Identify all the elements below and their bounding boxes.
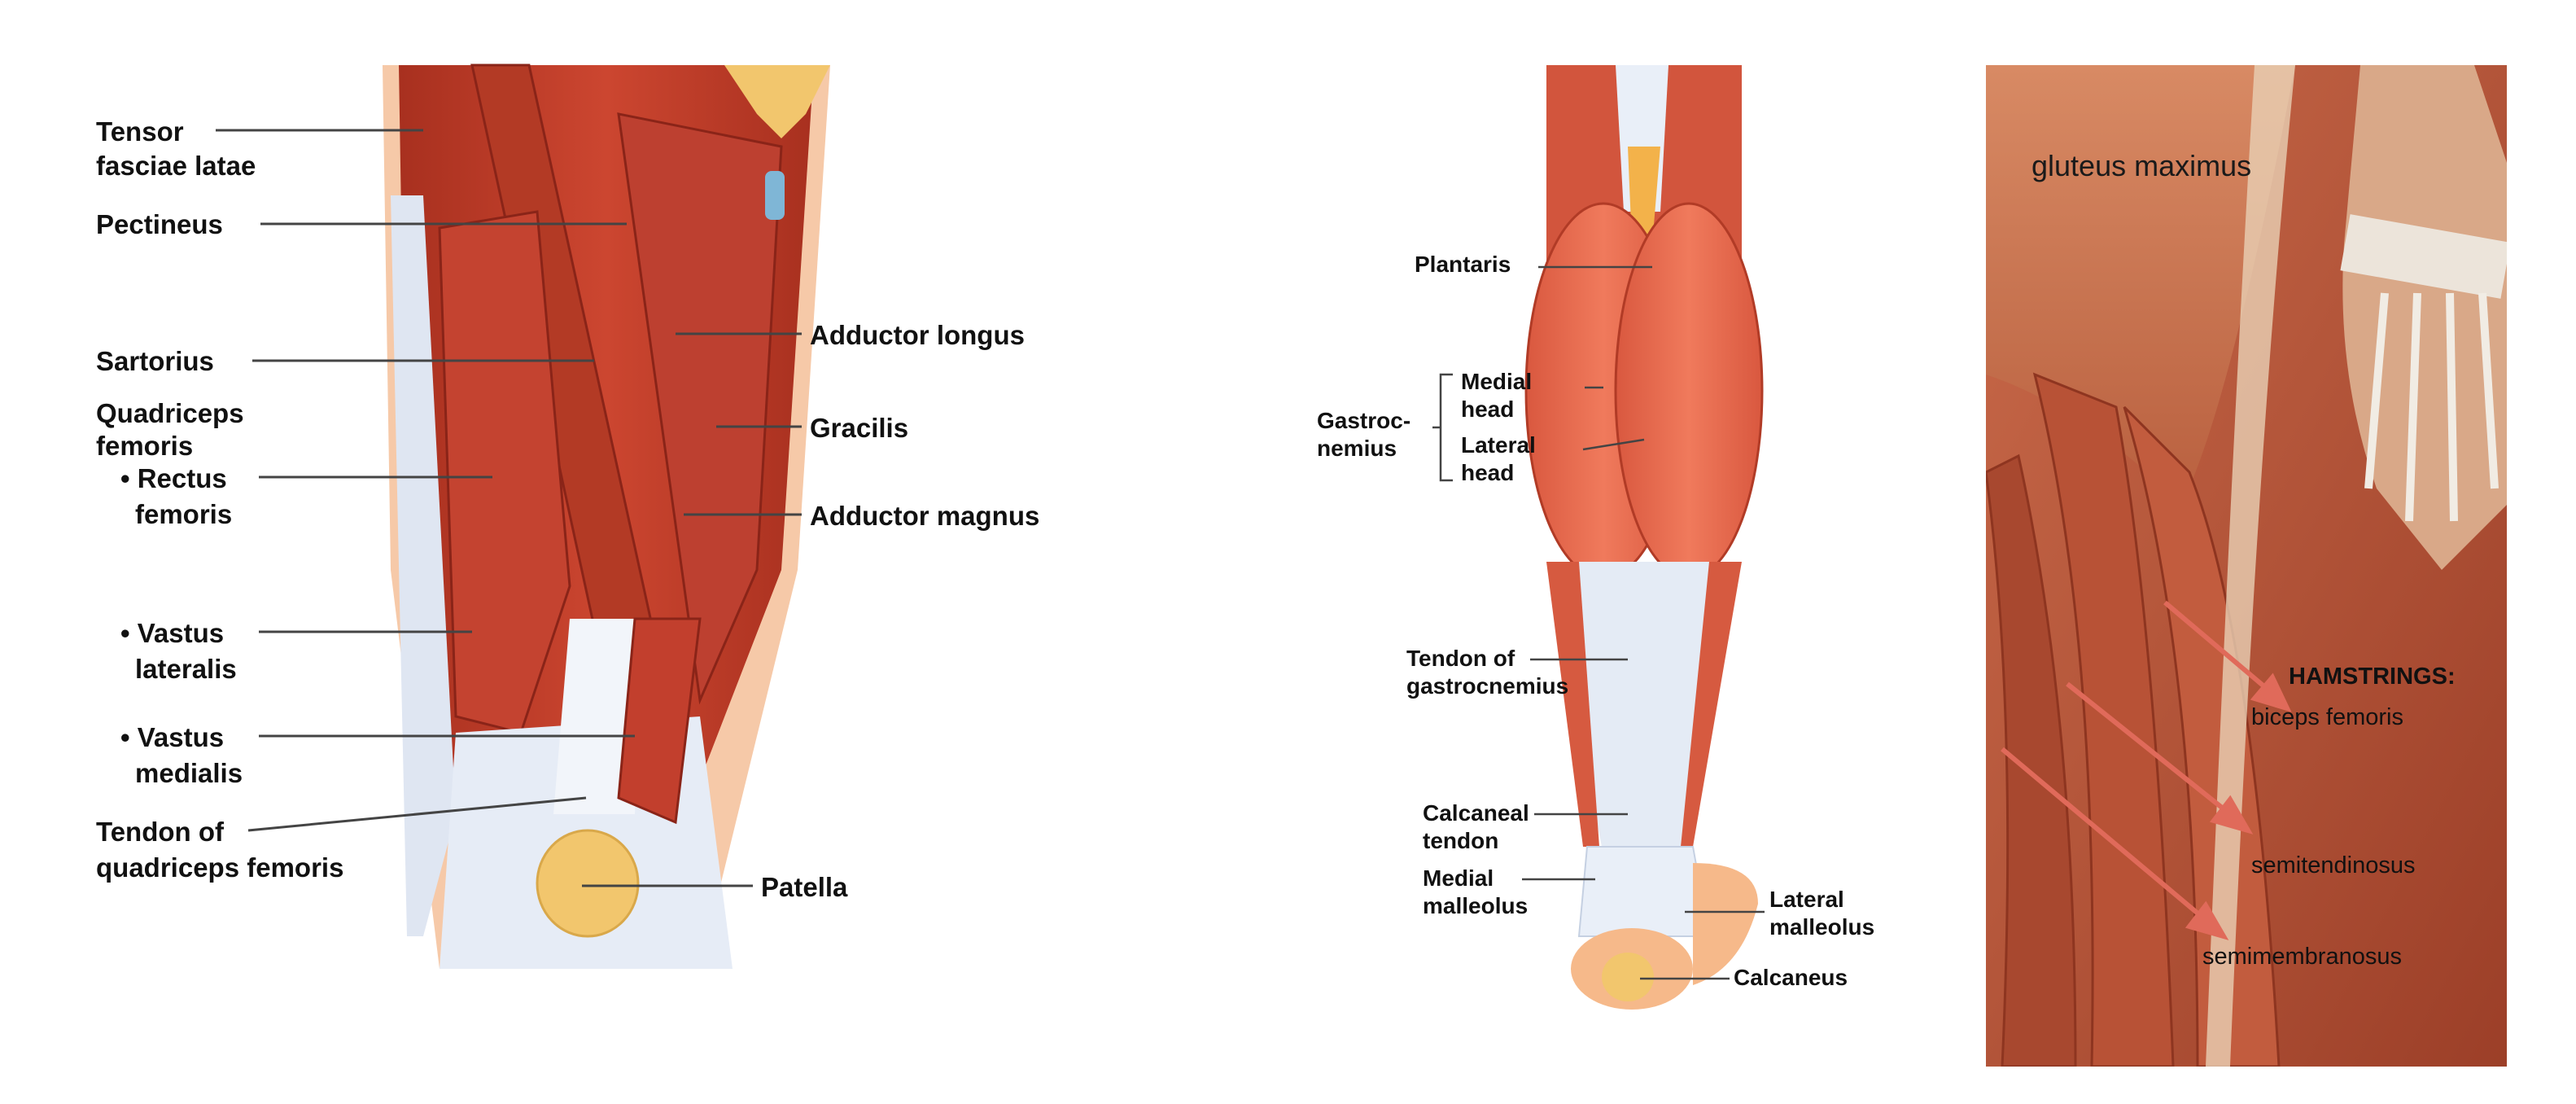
label-lateral-malleolus-line2: malleolus xyxy=(1769,914,1875,940)
rectus-femoris-muscle xyxy=(438,210,571,734)
anterior-thigh-panel: Tensor fasciae latae Pectineus Sartorius… xyxy=(0,0,1270,1104)
soleus-lateral xyxy=(1681,562,1742,847)
it-band xyxy=(391,195,456,936)
label-semimembranosus: semimembranosus xyxy=(2202,944,2402,970)
thigh-leader-lines xyxy=(216,129,802,887)
label-medial-head-line1: Medial xyxy=(1461,369,1533,394)
label-calcaneal-line2: tendon xyxy=(1423,828,1499,853)
label-gastrocnemius-line1: Gastroc- xyxy=(1317,408,1411,433)
label-medial-malleolus-line2: malleolus xyxy=(1423,893,1529,918)
calcaneus-bone xyxy=(1602,953,1654,1001)
label-quadriceps-line2: femoris xyxy=(96,431,194,461)
label-vastus-lateralis-line1: • Vastus xyxy=(120,618,225,648)
label-quad-tendon-line2: quadriceps femoris xyxy=(96,852,344,883)
label-tensor-line1: Tensor xyxy=(96,116,184,147)
patella-bone xyxy=(536,829,640,938)
label-biceps-femoris: biceps femoris xyxy=(2251,704,2403,730)
label-arrows xyxy=(2001,600,2292,940)
label-plantaris: Plantaris xyxy=(1415,252,1511,277)
label-vastus-medialis-line2: medialis xyxy=(135,758,243,788)
label-quad-tendon-line1: Tendon of xyxy=(96,817,225,847)
semimembranosus-muscle xyxy=(1986,453,2077,1067)
label-gracilis: Gracilis xyxy=(810,413,909,443)
label-gastrocnemius-line2: nemius xyxy=(1317,436,1397,461)
label-rectus-line2: femoris xyxy=(135,499,233,529)
soleus-medial xyxy=(1546,562,1599,847)
posterior-calf-panel: Plantaris Gastroc- nemius Medial head La… xyxy=(1302,0,1953,1104)
lateral-malleolus-region xyxy=(1693,863,1758,985)
label-lateral-head-line1: Lateral xyxy=(1461,432,1536,458)
label-calcaneus: Calcaneus xyxy=(1734,965,1848,990)
biceps-femoris-muscle xyxy=(2032,372,2175,1067)
label-quadriceps-line1: Quadriceps xyxy=(96,398,244,428)
calf-illustration xyxy=(1432,65,1765,1010)
hand-tendons xyxy=(2364,292,2499,522)
label-adductor-longus: Adductor longus xyxy=(810,320,1025,350)
hamstrings-illustration xyxy=(1986,65,2507,1067)
ankle-region xyxy=(1577,846,1711,937)
label-vastus-lateralis-line2: lateralis xyxy=(135,654,237,684)
semitendinosus-muscle xyxy=(2123,405,2281,1067)
label-gluteus-maximus: gluteus maximus xyxy=(2031,149,2252,182)
label-hamstrings-heading: HAMSTRINGS: xyxy=(2289,664,2456,690)
pubic-symphysis xyxy=(765,171,785,220)
label-lateral-head-line2: head xyxy=(1461,460,1515,485)
label-vastus-medialis-line1: • Vastus xyxy=(120,722,225,752)
vastus-medialis-muscle xyxy=(617,617,702,825)
gastrocnemius-lateral-head xyxy=(1614,202,1764,580)
label-medial-malleolus-line1: Medial xyxy=(1423,865,1494,891)
calf-leader-lines xyxy=(1432,265,1765,980)
label-tendon-gastroc-line1: Tendon of xyxy=(1406,646,1515,671)
label-calcaneal-line1: Calcaneal xyxy=(1423,800,1529,826)
label-medial-head-line2: head xyxy=(1461,396,1515,422)
label-lateral-malleolus-line1: Lateral xyxy=(1769,887,1844,912)
label-tensor-line2: fasciae latae xyxy=(96,151,256,181)
label-adductor-magnus: Adductor magnus xyxy=(810,501,1040,531)
label-pectineus: Pectineus xyxy=(96,209,223,239)
label-rectus-line1: • Rectus xyxy=(120,463,227,493)
pelvis-bone xyxy=(724,65,830,138)
adductor-muscles xyxy=(617,112,783,705)
wrist-band xyxy=(2340,214,2507,299)
label-semitendinosus: semitendinosus xyxy=(2251,852,2416,878)
label-sartorius: Sartorius xyxy=(96,346,214,376)
label-patella: Patella xyxy=(761,872,848,902)
label-tendon-gastroc-line2: gastrocnemius xyxy=(1406,673,1569,699)
thigh-illustration xyxy=(216,64,830,969)
hand xyxy=(2342,65,2507,570)
hamstrings-panel: gluteus maximus HAMSTRINGS: biceps femor… xyxy=(1986,65,2507,1067)
